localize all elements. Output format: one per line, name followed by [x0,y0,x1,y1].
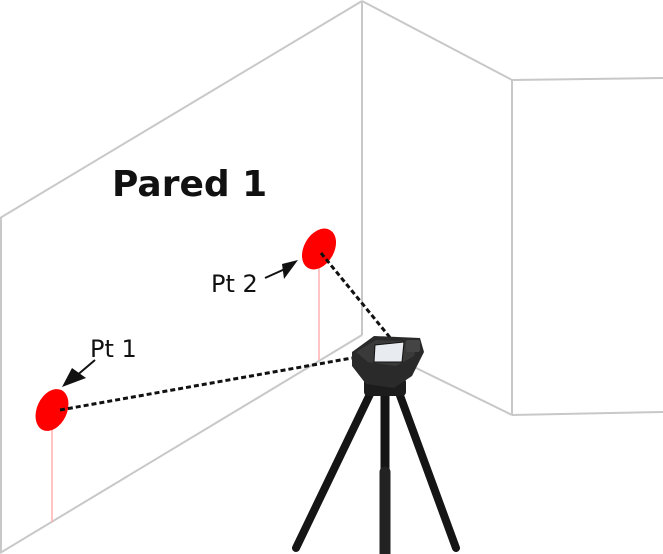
right-wall-top-edge-2 [511,77,663,81]
target-point-2 [301,228,337,270]
tripod [292,386,460,554]
arrow-pt1 [62,359,96,387]
arrow-pt2 [264,260,298,279]
right-wall-top-edge [361,0,513,81]
laser-plumb-lines [51,262,320,522]
device-screen [373,341,405,363]
point-1-label: Pt 1 [90,335,137,363]
right-wall-bottom-edge-2 [511,411,663,416]
laser-measuring-device [352,336,424,396]
wall-label: Pared 1 [112,164,267,205]
left-wall-bottom-edge [0,334,363,554]
point-2-label: Pt 2 [211,270,258,298]
left-wall-top-edge [0,0,363,219]
right-wall-bottom-edge [409,364,513,416]
target-point-1 [35,389,69,431]
laser-measure-lines [59,252,394,412]
